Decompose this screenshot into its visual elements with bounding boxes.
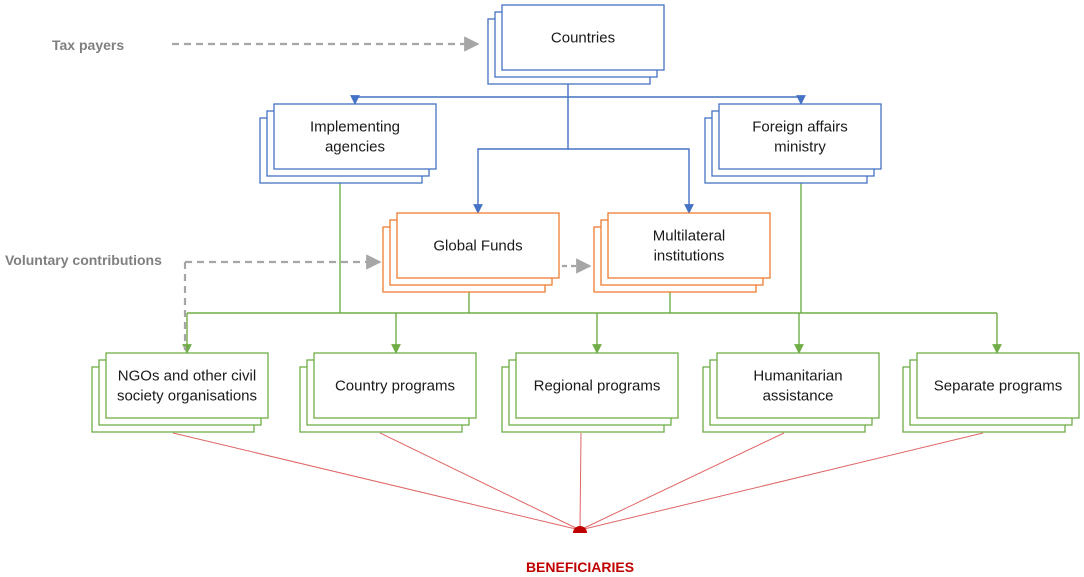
implementing-agencies-node-label: Implementing agencies — [310, 119, 400, 156]
global-funds-node-label: Global Funds — [433, 238, 522, 255]
connector-to-beneficiaries — [379, 432, 581, 531]
countries-node-box — [501, 4, 665, 71]
humanitarian-assistance-node-box — [716, 352, 880, 419]
connector-countries-foreign — [568, 95, 806, 105]
country-programs-node: Country programs — [299, 352, 477, 433]
connector-countries-multilateral — [568, 148, 694, 214]
connectors — [172, 36, 1002, 533]
separate-programs-node-label-line: Separate programs — [934, 378, 1062, 395]
foreign-affairs-ministry-node-label: Foreign affairs ministry — [752, 119, 848, 156]
implementing-agencies-node-label-line: Implementing — [310, 119, 400, 136]
ngos-node-label-line: NGOs and other civil — [118, 368, 256, 385]
separate-programs-node-box — [916, 352, 1080, 419]
connector-countries-bus — [350, 84, 569, 105]
humanitarian-assistance-node-label-line: assistance — [763, 388, 834, 405]
country-programs-node-box — [313, 352, 477, 419]
foreign-affairs-ministry-node-label-line: Foreign affairs — [752, 119, 848, 136]
ngos-node-label-line: society organisations — [117, 388, 257, 405]
regional-programs-node: Regional programs — [501, 352, 679, 433]
implementing-agencies-node-box — [273, 103, 437, 170]
country-programs-node-label: Country programs — [335, 378, 455, 395]
country-programs-node-label-line: Country programs — [335, 378, 455, 395]
foreign-affairs-ministry-node-label-line: ministry — [774, 139, 826, 156]
beneficiaries-label: BENEFICIARIES — [526, 559, 634, 575]
regional-programs-node-box — [515, 352, 679, 419]
countries-node-label: Countries — [551, 30, 615, 47]
connector-to-beneficiaries — [579, 432, 582, 531]
countries-node: Countries — [487, 4, 665, 85]
voluntary-contributions-label: Voluntary contributions — [5, 252, 162, 268]
regional-programs-node-label-line: Regional programs — [534, 378, 661, 395]
multilateral-institutions-node-label: Multilateral institutions — [653, 228, 726, 265]
global-funds-node-label-line: Global Funds — [433, 238, 522, 255]
connector-to-beneficiaries — [579, 432, 785, 531]
foreign-affairs-ministry-node-box — [718, 103, 882, 170]
multilateral-institutions-node: Multilateral institutions — [593, 212, 771, 293]
implementing-agencies-node: Implementing agencies — [259, 103, 437, 184]
humanitarian-assistance-node-label-line: Humanitarian — [753, 368, 842, 385]
humanitarian-assistance-node: Humanitarian assistance — [702, 352, 880, 433]
connector-to-beneficiaries — [172, 432, 581, 531]
connector-countries-global-funds — [473, 97, 569, 214]
ngos-node-label: NGOs and other civil society organisation… — [117, 368, 257, 405]
ngos-node-box — [105, 352, 269, 419]
multilateral-institutions-node-label-line: Multilateral — [653, 228, 726, 245]
global-funds-node-box — [396, 212, 560, 279]
implementing-agencies-node-label-line: agencies — [325, 139, 385, 156]
multilateral-institutions-node-box — [607, 212, 771, 279]
foreign-affairs-ministry-node: Foreign affairs ministry — [704, 103, 882, 184]
regional-programs-node-label: Regional programs — [534, 378, 661, 395]
global-funds-node: Global Funds — [382, 212, 560, 293]
separate-programs-node-label: Separate programs — [934, 378, 1062, 395]
ngos-node: NGOs and other civil society organisation… — [91, 352, 269, 433]
multilateral-institutions-node-label-line: institutions — [654, 248, 725, 265]
separate-programs-node: Separate programs — [902, 352, 1080, 433]
humanitarian-assistance-node-label: Humanitarian assistance — [753, 368, 842, 405]
connector-to-beneficiaries — [579, 432, 984, 531]
tax-payers-label: Tax payers — [52, 37, 124, 53]
beneficiaries-marker — [573, 526, 587, 533]
countries-node-label-line: Countries — [551, 30, 615, 47]
